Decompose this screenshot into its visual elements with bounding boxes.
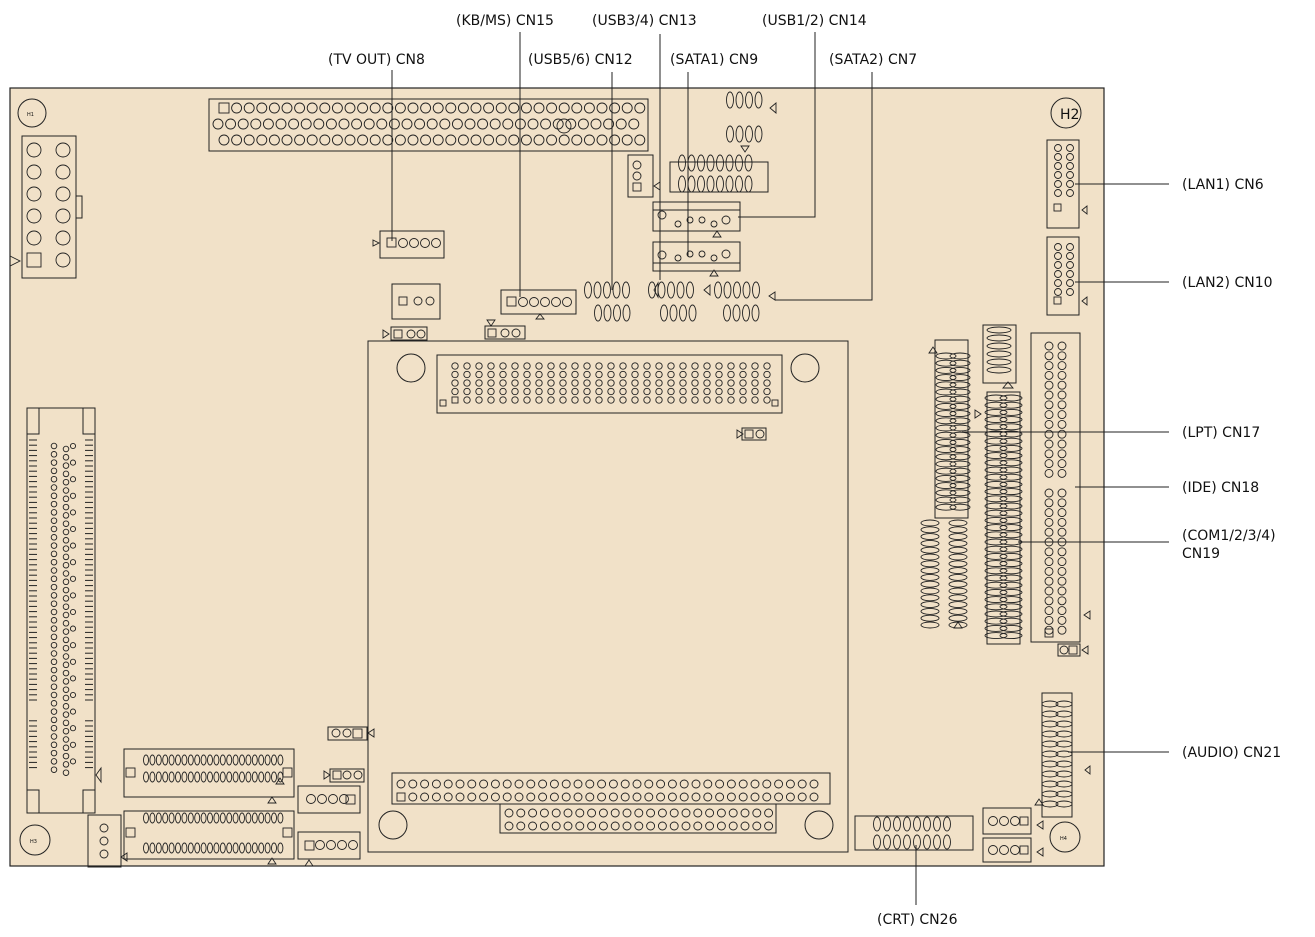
label-sata1: (SATA1) CN9 [670,52,758,68]
label-usb34: (USB3/4) CN13 [592,13,697,29]
small-header-mid [669,161,769,193]
svg-text:H1: H1 [27,112,34,118]
label-lpt: (LPT) CN17 [1182,425,1260,441]
usb-connector-bottom [87,814,122,868]
label-kb-ms: (KB/MS) CN15 [456,13,554,29]
label-usb56: (USB5/6) CN12 [528,52,633,68]
mounting-hole-h3: H3 [19,824,51,856]
label-crt: (CRT) CN26 [877,912,958,928]
label-audio: (AUDIO) CN21 [1182,745,1281,761]
sata2-connector [652,241,741,272]
small-header-right [982,324,1017,384]
power-header-b [297,831,361,860]
power-header-a [297,785,361,814]
jumper-b [484,319,526,340]
top-header [208,98,649,152]
mounting-hole-h1: H1 [17,98,47,128]
label-sata2: (SATA2) CN7 [829,52,917,68]
jumper-f [1057,643,1089,657]
power-connector [21,135,83,279]
cpu-module [367,340,849,853]
label-lan1: (LAN1) CN6 [1182,177,1264,193]
lpt-header [934,339,969,519]
fan-header-bottom-a [982,807,1032,835]
pcb-board [9,87,1105,867]
cf-header-2 [123,810,295,860]
svg-text:H4: H4 [1060,836,1067,842]
jumper-c [736,427,767,441]
mounting-hole-h2: H2 [1050,97,1082,129]
cf-header-1 [123,748,295,798]
mounting-hole-h4: H4 [1049,821,1081,853]
tv-out-connector [379,230,445,259]
svg-text:H2: H2 [1060,107,1079,123]
jumper-d [327,726,368,741]
fan-connector [391,283,441,320]
label-com-line2: CN19 [1182,546,1220,562]
label-tv-out: (TV OUT) CN8 [328,52,425,68]
callout-lines [391,32,1169,905]
lan2-connector [1046,236,1080,316]
fan-header-bottom-b [982,837,1032,863]
small-header-top [627,154,654,198]
label-ide: (IDE) CN18 [1182,480,1259,496]
kb-ms-connector [500,289,577,315]
crt-header [854,815,974,851]
svg-text:H3: H3 [30,839,37,845]
so-dimm-slot [26,407,102,814]
label-com-line1: (COM1/2/3/4) [1182,528,1276,544]
label-usb12: (USB1/2) CN14 [762,13,867,29]
jumper-a [382,326,428,341]
label-lan2: (LAN2) CN10 [1182,275,1273,291]
